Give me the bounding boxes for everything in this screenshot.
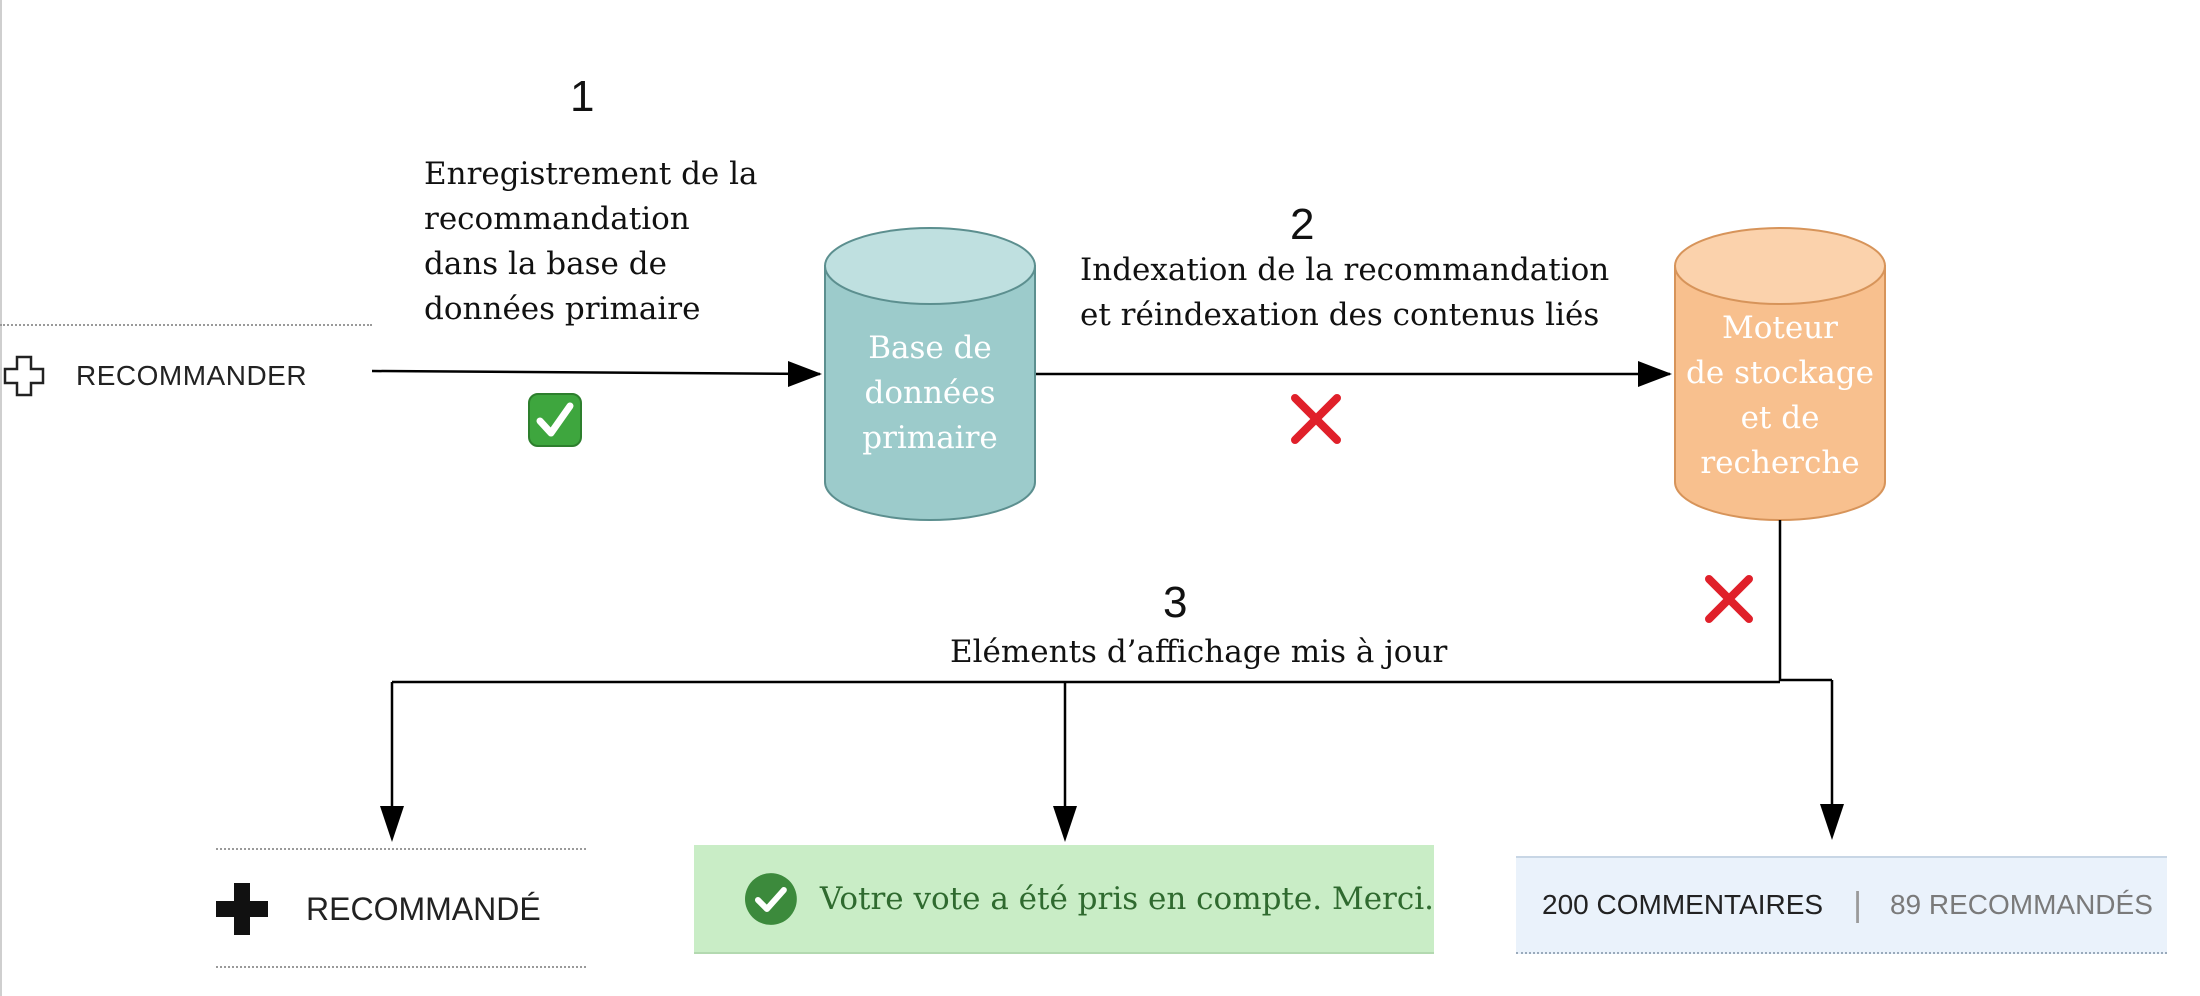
step-1-number: 1: [570, 72, 595, 121]
primary-database-label: Base de données primaire: [825, 326, 1035, 461]
recommended-button-bottom-border: [216, 966, 586, 968]
recommended-button-top-border: [216, 848, 586, 850]
step-2-description: Indexation de la recommandation et réind…: [1080, 248, 1620, 338]
primary-database-cylinder: [824, 227, 1036, 521]
check-circle-icon: [744, 872, 797, 925]
page-edge-line: [0, 0, 2, 996]
search-engine-line: recherche: [1700, 445, 1860, 481]
primary-database-line: Base de: [868, 330, 992, 366]
recommend-button[interactable]: RECOMMANDER: [0, 336, 372, 416]
arrowhead-to-recommended: [380, 806, 404, 842]
arrowhead-to-stats-bar: [1820, 804, 1844, 840]
search-engine-line: et de: [1740, 400, 1820, 436]
plus-filled-icon: [216, 883, 268, 935]
step-2-line: Indexation de la recommandation: [1080, 252, 1610, 288]
recommended-button[interactable]: RECOMMANDÉ: [216, 866, 586, 952]
arrowhead-to-vote-message: [1053, 806, 1077, 842]
vote-confirmation-text: Votre vote a été pris en compte. Merci.: [819, 880, 1434, 917]
step-1-line: données primaire: [424, 291, 701, 327]
step-3-description: Eléments d’affichage mis à jour: [950, 634, 1448, 670]
step-3-number: 3: [1163, 578, 1188, 627]
stats-separator: |: [1853, 885, 1862, 924]
arrowhead-step1: [788, 361, 822, 387]
search-engine-line: Moteur: [1722, 310, 1838, 346]
step-1-line: dans la base de: [424, 246, 667, 282]
vote-confirmation-message: Votre vote a été pris en compte. Merci.: [694, 845, 1434, 954]
plus-outline-icon: [3, 355, 45, 397]
recommend-button-top-border: [0, 324, 372, 326]
step-1-line: Enregistrement de la: [424, 156, 758, 192]
step-1-line: recommandation: [424, 201, 690, 237]
recommended-button-label: RECOMMANDÉ: [306, 890, 541, 927]
primary-database-line: primaire: [862, 420, 998, 456]
step-1-description: Enregistrement de la recommandation dans…: [424, 152, 758, 332]
search-engine-line: de stockage: [1686, 355, 1874, 391]
step-2-line: et réindexation des contenus liés: [1080, 297, 1600, 333]
stats-bar: 200 COMMENTAIRES | 89 RECOMMANDÉS: [1516, 856, 2167, 954]
red-cross-icon-step2: [1291, 394, 1341, 444]
recommended-count-link[interactable]: 89 RECOMMANDÉS: [1889, 889, 2153, 920]
arrowhead-step2: [1638, 361, 1672, 387]
primary-database-line: données: [864, 375, 996, 411]
step-2-number: 2: [1290, 200, 1315, 249]
arrow-step1: [371, 369, 821, 376]
search-engine-cylinder: [1674, 227, 1886, 521]
recommend-button-label: RECOMMANDER: [76, 360, 308, 391]
green-check-icon: [528, 393, 582, 447]
comments-count-link[interactable]: 200 COMMENTAIRES: [1542, 889, 1824, 920]
red-cross-icon-step3: [1705, 575, 1753, 623]
search-engine-label: Moteur de stockage et de recherche: [1675, 306, 1885, 486]
